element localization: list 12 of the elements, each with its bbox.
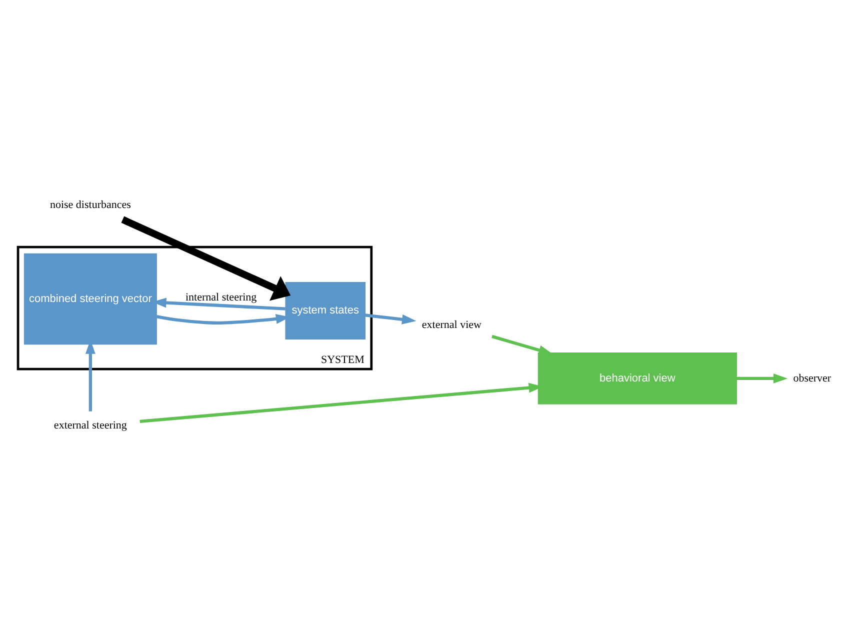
arrow — [365, 313, 416, 324]
node-text: external steering — [54, 419, 127, 432]
edge-label: internal steering — [185, 291, 257, 304]
node-text: observer — [793, 372, 832, 384]
node-box: combined steering vector — [24, 252, 157, 344]
arrow — [492, 334, 553, 354]
arrow — [121, 216, 291, 300]
node-text: external view — [422, 318, 482, 330]
arrow — [736, 372, 788, 383]
node-box: behavioral view — [538, 352, 737, 404]
node-text: noise disturbances — [50, 198, 131, 211]
node-box: system states — [285, 282, 366, 339]
